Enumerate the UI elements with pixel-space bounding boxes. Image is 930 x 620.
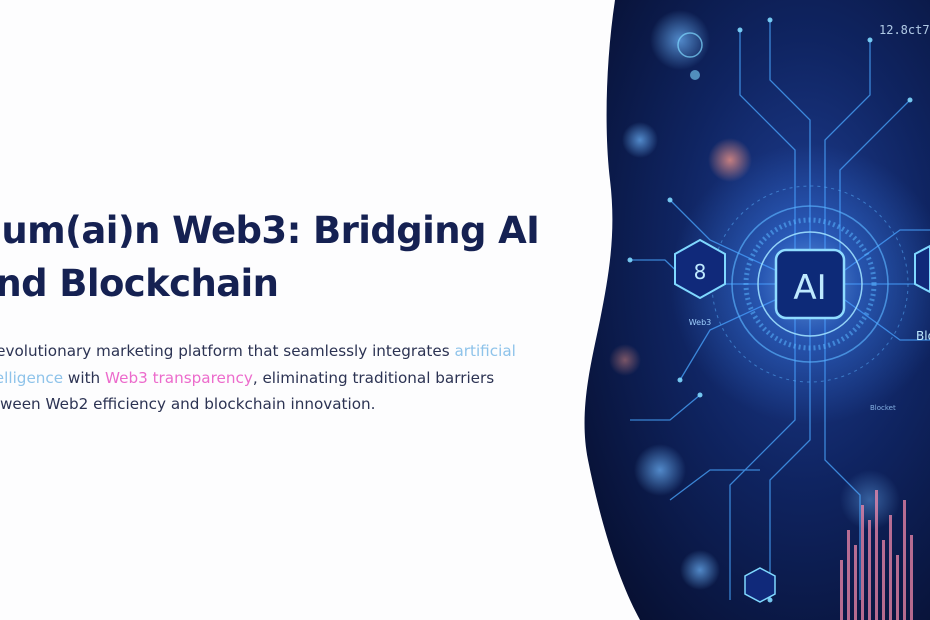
ai-chip	[774, 248, 846, 320]
hero-text-block: Hum(ai)n Web3: Bridging AI and Blockchai…	[0, 204, 571, 418]
desc-text: A revolutionary marketing platform that …	[0, 342, 455, 360]
desc-text: with	[63, 368, 105, 387]
left-hexagon: 8 Web3	[674, 238, 726, 327]
hero-description: A revolutionary marketing platform that …	[0, 338, 535, 418]
hero-description-line-2: intelligence with Web3 transparency, eli…	[0, 365, 535, 392]
ai-blockchain-artwork: AI 8 Web3 Blo 12.8ct7m Blocket	[570, 0, 930, 620]
artwork-svg: AI 8 Web3 Blo 12.8ct7m Blocket	[584, 0, 930, 620]
highlight-artificial: artificial	[454, 342, 516, 360]
ai-chip-label: AI	[793, 268, 826, 308]
highlight-web3-transparency: Web3 transparency	[105, 368, 253, 387]
top-node-icon	[677, 32, 703, 58]
top-readout: 12.8ct7m	[879, 23, 930, 37]
hexagon-glyph: 8	[694, 260, 707, 284]
hero-title-line-1: Hum(ai)n Web3: Bridging AI	[0, 209, 540, 252]
bar-graph-decoration	[840, 490, 913, 620]
hero-title: Hum(ai)n Web3: Bridging AI and Blockchai…	[0, 204, 571, 310]
small-floating-label: Blocket	[870, 404, 896, 412]
desc-text: , eliminating traditional barriers	[252, 368, 495, 387]
right-hexagon: Blo	[914, 244, 930, 343]
hexagon-caption: Web3	[689, 318, 712, 327]
hero-title-line-2: and Blockchain	[0, 262, 279, 305]
hero-description-line-3: between Web2 efficiency and blockchain i…	[0, 395, 376, 413]
hero-description-line-1: A revolutionary marketing platform that …	[0, 338, 535, 365]
highlight-intelligence: intelligence	[0, 368, 64, 387]
bottom-hexagon	[744, 567, 776, 603]
side-label: Blo	[916, 329, 930, 343]
